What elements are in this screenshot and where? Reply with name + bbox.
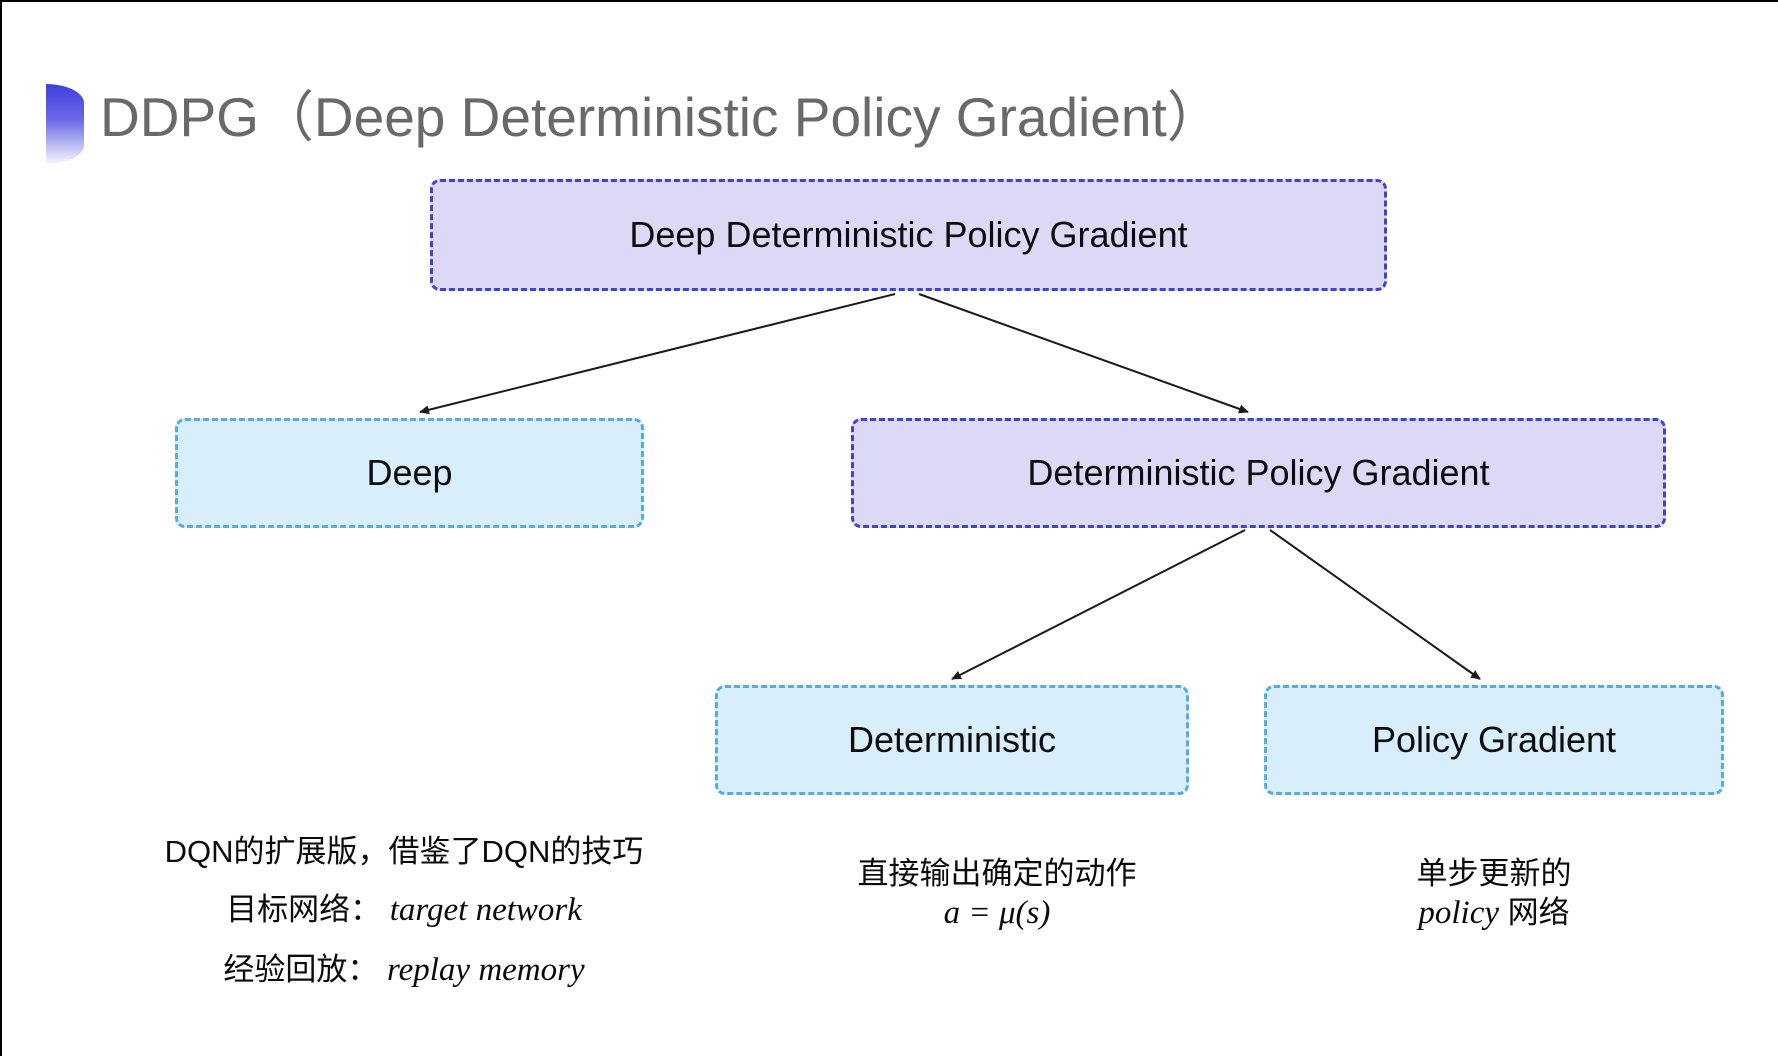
node-deterministic: Deterministic <box>715 685 1189 795</box>
note-deep-line2-term: target network <box>389 892 582 928</box>
edge-dpg-to-policy-gradient <box>1269 529 1481 680</box>
note-policy-gradient-line2: policy 网络 <box>1294 892 1694 934</box>
note-policy-gradient: 单步更新的 policy 网络 <box>1294 856 1694 934</box>
note-deterministic-formula: a = μ(s) <box>943 895 1051 931</box>
edge-root-to-deep <box>419 293 896 415</box>
title-bullet-icon <box>46 84 84 164</box>
node-deep-deterministic-policy-gradient: Deep Deterministic Policy Gradient <box>430 179 1387 291</box>
note-deep-line2: 目标网络： target network <box>102 892 706 928</box>
note-policy-gradient-term: policy <box>1418 895 1499 931</box>
note-deep-line1: DQN的扩展版，借鉴了DQN的技巧 <box>164 834 644 869</box>
node-label: Deterministic Policy Gradient <box>1027 452 1490 493</box>
node-deterministic-policy-gradient: Deterministic Policy Gradient <box>851 418 1666 528</box>
node-label: Deep <box>366 452 453 493</box>
note-policy-gradient-line1: 单步更新的 <box>1416 856 1572 891</box>
page-title: DDPG（Deep Deterministic Policy Gradient） <box>100 86 1222 148</box>
node-label: Deterministic <box>847 719 1057 760</box>
node-policy-gradient: Policy Gradient <box>1264 685 1724 795</box>
note-deep: DQN的扩展版，借鉴了DQN的技巧 目标网络： target network 经… <box>102 834 706 988</box>
edge-root-to-dpg <box>918 293 1249 414</box>
edge-dpg-to-deterministic <box>951 529 1246 680</box>
node-deep: Deep <box>175 418 644 528</box>
note-deep-line2-label: 目标网络： <box>226 892 382 927</box>
note-policy-gradient-suffix: 网络 <box>1499 895 1570 930</box>
note-deep-line3-label: 经验回放： <box>223 952 379 987</box>
node-label: Deep Deterministic Policy Gradient <box>629 214 1188 255</box>
node-label: Policy Gradient <box>1371 719 1617 760</box>
note-deterministic: 直接输出确定的动作 a = μ(s) <box>797 856 1197 934</box>
note-deterministic-line1: 直接输出确定的动作 <box>857 856 1137 891</box>
note-deep-line3: 经验回放： replay memory <box>102 952 706 988</box>
note-deep-line3-term: replay memory <box>386 952 585 988</box>
